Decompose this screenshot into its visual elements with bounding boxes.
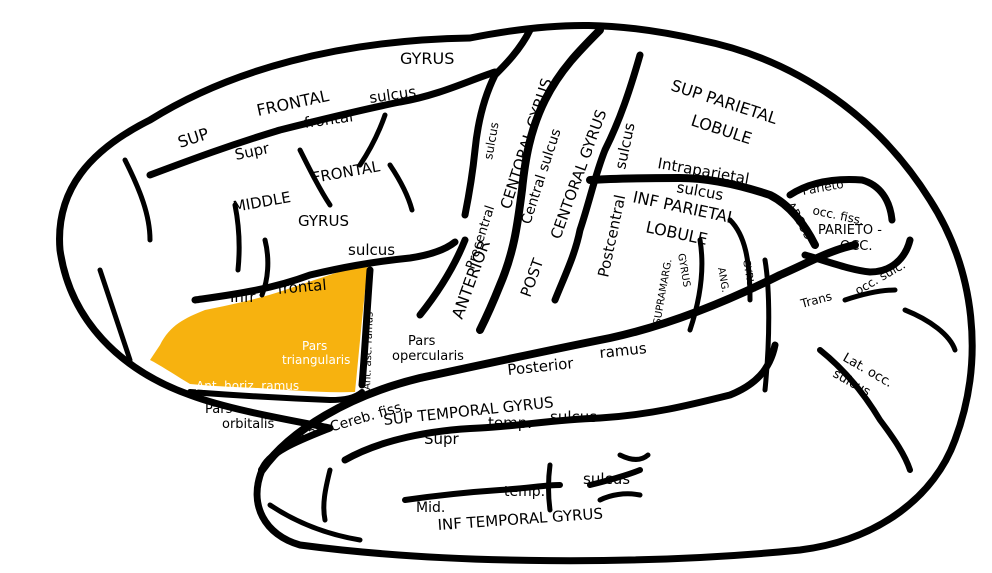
- label-parieto-occ-2: OCC.: [840, 239, 873, 254]
- label-parieto: Parieto: [801, 177, 845, 198]
- transverse-occipital-sulcus: [801, 236, 914, 276]
- brain-outline: [56, 22, 976, 565]
- label-frontal-sulcus-word: frontal: [303, 107, 354, 132]
- label-trans: Trans: [798, 289, 833, 311]
- label-pars-triangularis-1: Pars: [302, 339, 327, 353]
- label-ang: ANG.: [715, 267, 730, 294]
- label-central-gyrus-post: CENTORAL GYRUS: [547, 107, 611, 241]
- label-temp-word: temp.: [488, 414, 532, 432]
- sulci: [97, 26, 958, 543]
- label-sulcus-precentral: sulcus: [481, 121, 501, 161]
- label-infr: Infr: [230, 288, 256, 306]
- parieto-occipital-fissure: [786, 176, 896, 224]
- label-gyrus-mid: GYRUS: [298, 212, 349, 230]
- label-supr-temp: Supr: [424, 430, 460, 448]
- label-ant-horiz-ramus: Ant. horiz. ramus: [196, 379, 299, 393]
- label-gyrus-top: GYRUS: [400, 49, 454, 68]
- minor-sulcus: [687, 217, 958, 393]
- label-ramus: ramus: [599, 339, 648, 362]
- label-pars-opercularis-2: opercularis: [392, 349, 464, 364]
- label-sup: SUP: [175, 124, 211, 152]
- label-ant-asc-ramus: Ant. asc. ramus: [362, 312, 376, 391]
- label-arcus: ARCUS: [783, 200, 815, 242]
- label-frontal-mid: FRONTAL: [311, 157, 382, 187]
- superior-frontal-sulcus: [146, 68, 499, 179]
- label-mid: Mid.: [416, 500, 445, 516]
- lateral-fissure: [258, 241, 859, 474]
- label-frontal-infr: frontal: [277, 276, 327, 298]
- precentral-sulcus: [416, 26, 534, 319]
- label-middle: MIDDLE: [232, 188, 293, 216]
- inferior-frontal-sulcus: [191, 238, 459, 304]
- superior-temporal-sulcus: [341, 341, 779, 464]
- label-pars-opercularis-1: Pars: [408, 334, 436, 349]
- ascending-ramus: [358, 266, 374, 389]
- label-postcentral: Postcentral: [594, 193, 629, 279]
- label-pars-orbitalis-2: orbitalis: [222, 417, 274, 432]
- label-supramarg: SUPRAMARG.: [652, 258, 674, 325]
- label-sulcus-mid: sulcus: [583, 470, 630, 488]
- label-lobule-inf: LOBULE: [644, 217, 709, 249]
- central-sulcus: [476, 26, 604, 334]
- label-sulcus-infr: sulcus: [348, 241, 395, 259]
- label-post: POST: [517, 255, 548, 299]
- label-pars-orbitalis-1: Pars: [205, 402, 233, 417]
- label-temp-mid: temp.: [504, 484, 545, 500]
- label-inf-temporal-gyrus: INF TEMPORAL GYRUS: [437, 504, 603, 534]
- label-parieto-occ-1: PARIETO -: [818, 223, 882, 238]
- intraparietal-sulcus: [586, 174, 819, 249]
- minor-sulcus: [267, 452, 651, 543]
- lateral-occipital-sulcus: [817, 347, 913, 473]
- labels: SUP FRONTAL GYRUS Supr frontal sulcus MI…: [175, 49, 907, 534]
- middle-temporal-sulcus: [402, 467, 643, 503]
- minor-sulcus: [97, 112, 415, 363]
- label-pars-triangularis-2: triangularis: [282, 353, 350, 367]
- label-sulcus-temp: sulcus: [550, 408, 597, 426]
- label-gyrus-supra: GYRUS: [675, 253, 692, 288]
- horizontal-ramus: [187, 389, 365, 403]
- pars-triangularis-region: [150, 262, 368, 393]
